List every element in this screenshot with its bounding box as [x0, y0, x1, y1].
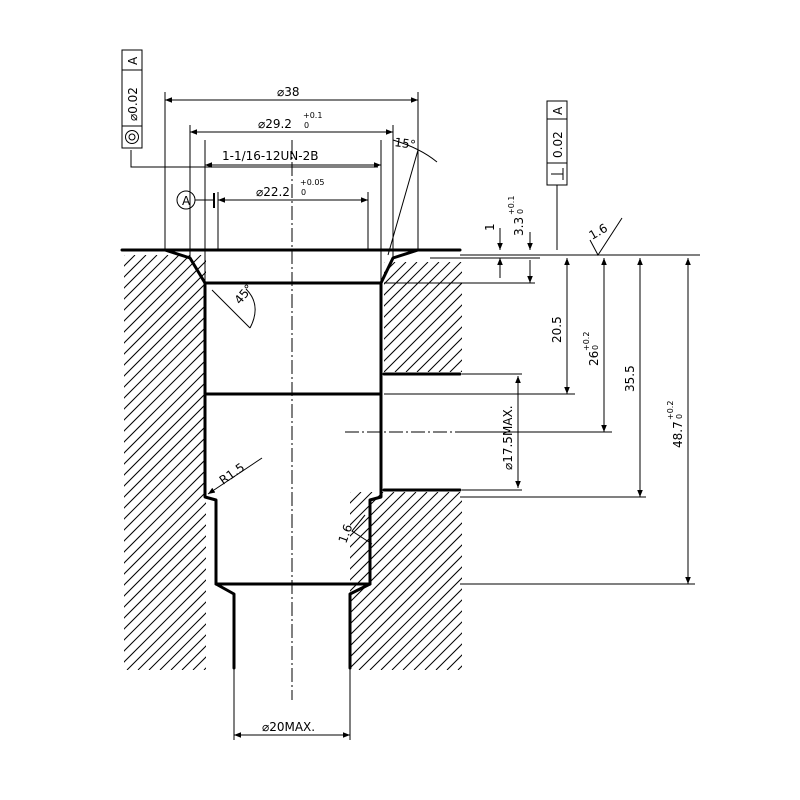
dim-d20-5: 20.5 — [550, 316, 564, 343]
dim-d38: ⌀38 — [277, 85, 300, 99]
hatch-left — [124, 255, 206, 670]
concentricity-icon — [125, 130, 139, 144]
svg-text:26: 26 — [587, 351, 601, 366]
svg-text:+0.05: +0.05 — [300, 178, 325, 187]
svg-text:A: A — [182, 194, 191, 208]
hatch-right-lower — [350, 492, 462, 670]
svg-text:⌀29.2: ⌀29.2 — [258, 117, 292, 131]
svg-text:0: 0 — [304, 121, 309, 130]
svg-text:0: 0 — [301, 188, 306, 197]
dim-angle15: 15° — [394, 135, 417, 152]
surface-finish-bore: 1.6 — [336, 514, 373, 545]
svg-text:A: A — [551, 106, 565, 115]
svg-text:0: 0 — [516, 209, 525, 214]
dim-d48-7: 48.7 +0.2 0 — [666, 401, 685, 448]
dim-d20max: ⌀20MAX. — [262, 720, 315, 734]
svg-text:0: 0 — [591, 345, 600, 350]
svg-text:48.7: 48.7 — [671, 421, 685, 448]
dim-one: 1 — [483, 223, 497, 231]
dim-d35-5: 35.5 — [623, 365, 637, 392]
dim-d22: ⌀22.2 +0.05 0 — [256, 178, 325, 199]
dim-thread: 1-1/16-12UN-2B — [222, 149, 318, 163]
perpendicularity-icon — [551, 168, 564, 180]
dim-r1-5: R1.5 — [217, 460, 247, 487]
dim-d3-3: 3.3 +0.1 0 — [507, 196, 526, 236]
svg-text:0: 0 — [675, 414, 684, 419]
datum-a-marker: A — [176, 190, 215, 210]
svg-text:1.6: 1.6 — [587, 221, 611, 243]
svg-text:+0.1: +0.1 — [303, 111, 322, 120]
svg-text:⌀0.02: ⌀0.02 — [126, 87, 140, 121]
dim-d17-5: ⌀17.5MAX. — [501, 405, 515, 470]
svg-text:+0.1: +0.1 — [507, 196, 516, 215]
svg-text:0.02: 0.02 — [551, 131, 565, 158]
surface-finish-top: 1.6 — [587, 217, 623, 256]
svg-text:+0.2: +0.2 — [666, 401, 675, 420]
concentricity-frame: ⌀0.02 A — [121, 49, 143, 149]
dim-d29: ⌀29.2 +0.1 0 — [258, 111, 322, 131]
cavity-right-profile — [348, 248, 420, 670]
dim-angle45: 45° — [232, 282, 256, 307]
hatch-right-upper — [384, 262, 462, 372]
svg-text:+0.2: +0.2 — [582, 332, 591, 351]
cavity-left-profile — [163, 248, 236, 670]
svg-text:1.6: 1.6 — [336, 522, 356, 545]
perpendicularity-frame: 0.02 A — [546, 100, 568, 186]
svg-text:3.3: 3.3 — [512, 217, 526, 236]
svg-text:A: A — [126, 56, 140, 65]
dim-d26: 26 +0.2 0 — [582, 332, 601, 366]
svg-text:⌀22.2: ⌀22.2 — [256, 185, 290, 199]
